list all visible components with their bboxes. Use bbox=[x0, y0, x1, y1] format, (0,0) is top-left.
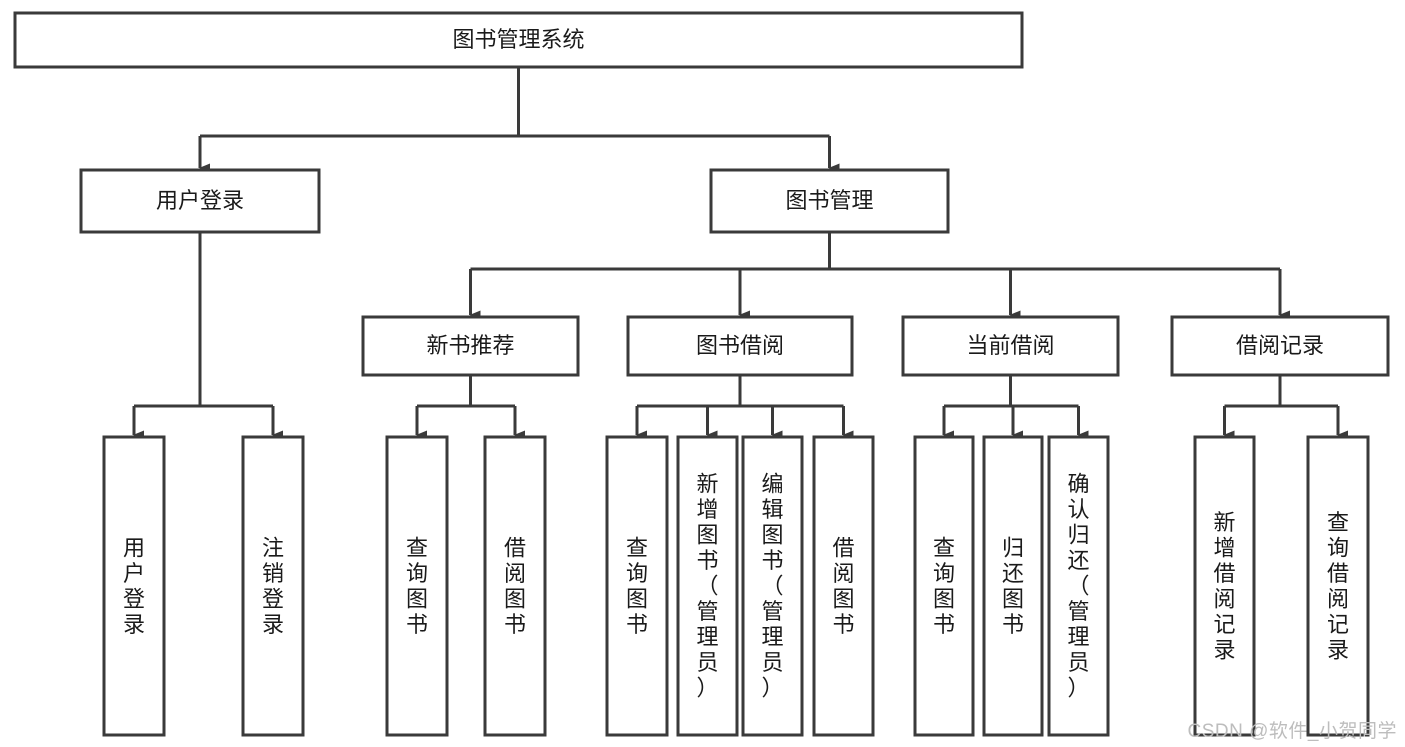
node-label: 图书管理 bbox=[785, 188, 873, 213]
node-box bbox=[1170, 315, 1390, 377]
node-user-login[interactable]: 用户登录 bbox=[79, 168, 321, 234]
node-label: 用户登录 bbox=[123, 535, 145, 637]
node-label: 新增借阅记录 bbox=[1213, 510, 1235, 663]
node-box bbox=[1306, 435, 1370, 737]
node-box bbox=[102, 435, 166, 737]
node-book-manage[interactable]: 图书管理 bbox=[709, 168, 950, 234]
node-leaf-query-book-rec[interactable]: 查询图书 bbox=[385, 435, 449, 737]
node-box bbox=[901, 315, 1120, 377]
node-label: 查询借阅记录 bbox=[1327, 510, 1349, 663]
node-box bbox=[79, 168, 321, 234]
node-label: 新增图书（管理员） bbox=[696, 472, 718, 701]
node-box bbox=[709, 168, 950, 234]
node-label: 编辑图书（管理员） bbox=[761, 472, 783, 701]
node-box bbox=[241, 435, 305, 737]
node-leaf-user-login[interactable]: 用户登录 bbox=[102, 435, 166, 737]
node-leaf-return-book[interactable]: 归还图书 bbox=[982, 435, 1044, 737]
node-leaf-borrow-book-rec[interactable]: 借阅图书 bbox=[483, 435, 547, 737]
node-label: 确认归还（管理员） bbox=[1067, 472, 1089, 701]
node-label: 查询图书 bbox=[626, 535, 648, 637]
node-current-borrow[interactable]: 当前借阅 bbox=[901, 315, 1120, 377]
node-box bbox=[626, 315, 854, 377]
node-label: 借阅图书 bbox=[832, 535, 854, 637]
node-box bbox=[1047, 435, 1110, 737]
node-label: 借阅记录 bbox=[1236, 333, 1324, 358]
node-leaf-edit-book[interactable]: 编辑图书（管理员） bbox=[741, 435, 804, 737]
node-root[interactable]: 图书管理系统 bbox=[13, 11, 1024, 69]
node-box bbox=[13, 11, 1024, 69]
node-leaf-query-book-bb[interactable]: 查询图书 bbox=[605, 435, 669, 737]
node-box bbox=[812, 435, 875, 737]
node-leaf-borrow-book-bb[interactable]: 借阅图书 bbox=[812, 435, 875, 737]
node-label: 查询图书 bbox=[406, 535, 428, 637]
node-new-book-rec[interactable]: 新书推荐 bbox=[361, 315, 580, 377]
node-box bbox=[605, 435, 669, 737]
node-label: 查询图书 bbox=[933, 535, 955, 637]
node-borrow-records[interactable]: 借阅记录 bbox=[1170, 315, 1390, 377]
node-box bbox=[741, 435, 804, 737]
node-box bbox=[483, 435, 547, 737]
node-leaf-query-record[interactable]: 查询借阅记录 bbox=[1306, 435, 1370, 737]
node-box bbox=[913, 435, 975, 737]
node-box bbox=[361, 315, 580, 377]
node-box bbox=[676, 435, 739, 737]
node-label: 归还图书 bbox=[1002, 535, 1024, 637]
node-label: 新书推荐 bbox=[426, 333, 514, 358]
node-box bbox=[1193, 435, 1256, 737]
node-label: 借阅图书 bbox=[504, 535, 526, 637]
node-label: 注销登录 bbox=[262, 535, 284, 637]
node-box bbox=[385, 435, 449, 737]
node-box bbox=[982, 435, 1044, 737]
node-label: 用户登录 bbox=[156, 188, 244, 213]
node-leaf-add-book[interactable]: 新增图书（管理员） bbox=[676, 435, 739, 737]
node-leaf-logout[interactable]: 注销登录 bbox=[241, 435, 305, 737]
node-leaf-confirm-return[interactable]: 确认归还（管理员） bbox=[1047, 435, 1110, 737]
node-label: 图书管理系统 bbox=[452, 27, 584, 52]
connector-edges bbox=[132, 67, 1348, 440]
node-label: 图书借阅 bbox=[696, 333, 784, 358]
flowchart-nodes: 图书管理系统用户登录图书管理新书推荐图书借阅当前借阅借阅记录用户登录注销登录查询… bbox=[13, 11, 1390, 737]
node-book-borrow[interactable]: 图书借阅 bbox=[626, 315, 854, 377]
node-leaf-add-record[interactable]: 新增借阅记录 bbox=[1193, 435, 1256, 737]
node-leaf-query-book-cb[interactable]: 查询图书 bbox=[913, 435, 975, 737]
node-label: 当前借阅 bbox=[966, 333, 1054, 358]
